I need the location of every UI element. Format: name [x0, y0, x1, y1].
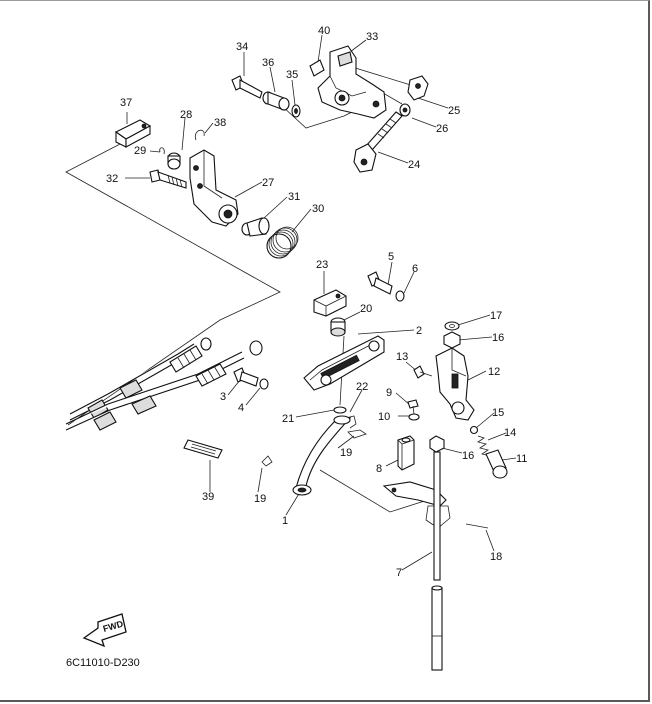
part-19-clip-right — [347, 429, 367, 439]
part-37-yoke — [114, 119, 152, 148]
part-27-bracket — [189, 149, 239, 227]
callout-34: 34 — [236, 41, 248, 53]
part-29-pin — [159, 147, 165, 155]
part-5-bolt — [367, 271, 393, 295]
part-38-clip — [194, 129, 205, 141]
callout-10: 10 — [378, 411, 390, 423]
leader-lines — [65, 34, 517, 571]
callout-5: 5 — [388, 251, 394, 263]
part-28-collar — [167, 152, 181, 170]
part-16-nut-lower — [429, 435, 445, 453]
callout-37: 37 — [120, 97, 132, 109]
callout-24: 24 — [408, 159, 420, 171]
callout-23: 23 — [316, 259, 328, 271]
part-33-lever — [317, 45, 387, 119]
callout-15: 15 — [492, 407, 504, 419]
part-19-clip-left — [261, 455, 273, 467]
callout-38: 38 — [214, 117, 226, 129]
part-25-link — [407, 75, 429, 101]
part-24-rod — [353, 111, 403, 173]
callout-20: 20 — [360, 303, 372, 315]
part-17-washer — [444, 321, 460, 331]
part-40-pin — [309, 59, 325, 77]
callout-25: 25 — [448, 105, 460, 117]
part-35-washer — [291, 104, 301, 118]
callout-14: 14 — [504, 427, 516, 439]
callout-36: 36 — [262, 57, 274, 69]
shift-cable-lower — [65, 340, 263, 431]
part-13-screw — [413, 365, 433, 379]
part-8-block — [397, 435, 415, 471]
callout-22: 22 — [356, 381, 368, 393]
part-26-nut — [399, 103, 411, 117]
callout-26: 26 — [436, 123, 448, 135]
callout-29: 29 — [134, 145, 146, 157]
part-34-bolt — [231, 75, 263, 99]
part-31-bushing — [241, 217, 270, 237]
callout-21: 21 — [282, 413, 294, 425]
diagram-code: 6C11010-D230 — [66, 657, 140, 669]
part-4-washer — [259, 378, 269, 390]
part-21-washer — [333, 406, 347, 414]
callout-31: 31 — [288, 191, 300, 203]
callout-labels: 1 2 3 4 5 6 7 8 9 10 11 12 13 14 15 16 1… — [106, 25, 527, 579]
part-16-nut-upper — [443, 331, 461, 349]
callout-33: 33 — [366, 31, 378, 43]
part-9-screw — [407, 399, 419, 415]
callout-28: 28 — [180, 109, 192, 121]
callout-1: 1 — [282, 515, 288, 527]
part-1-shift-arm — [292, 415, 352, 496]
callout-30: 30 — [312, 203, 324, 215]
callout-16-upper: 16 — [492, 332, 504, 344]
part-15-ball — [469, 425, 479, 435]
callout-9: 9 — [386, 387, 392, 399]
callout-19-right: 19 — [340, 447, 352, 459]
callout-16-lower: 16 — [462, 450, 474, 462]
part-32-bolt — [149, 169, 187, 189]
part-11-plunger — [485, 449, 508, 479]
part-30-spring — [266, 226, 299, 259]
callout-11: 11 — [516, 453, 527, 465]
part-2-link-arm — [303, 335, 385, 391]
fwd-arrow-icon: FWD — [82, 613, 127, 648]
callout-19-left: 19 — [254, 493, 266, 505]
callout-3: 3 — [220, 391, 226, 403]
callout-8: 8 — [376, 463, 382, 475]
callout-4: 4 — [238, 402, 244, 414]
part-3-bolt — [233, 367, 259, 387]
callout-27: 27 — [262, 177, 274, 189]
part-23-joint — [313, 289, 347, 317]
callout-18: 18 — [490, 551, 502, 563]
callout-40: 40 — [318, 25, 330, 37]
part-12-bracket — [435, 347, 475, 421]
part-20-collar — [330, 317, 346, 337]
callout-39: 39 — [202, 491, 214, 503]
part-36-collar — [262, 91, 290, 111]
callout-2: 2 — [416, 325, 422, 337]
callout-12: 12 — [488, 366, 500, 378]
callout-32: 32 — [106, 173, 118, 185]
callout-7: 7 — [396, 567, 402, 579]
part-18-pin — [465, 523, 489, 529]
callout-17: 17 — [490, 310, 502, 322]
part-10-washer — [408, 413, 420, 421]
part-6-washer — [395, 290, 405, 302]
callout-6: 6 — [412, 263, 418, 275]
part-7-shift-rod — [382, 451, 451, 671]
part-14-spring — [477, 435, 491, 457]
part-39-label-plate — [183, 439, 223, 459]
part-22-pin — [345, 415, 357, 429]
callout-35: 35 — [286, 69, 298, 81]
callout-13: 13 — [396, 351, 408, 363]
